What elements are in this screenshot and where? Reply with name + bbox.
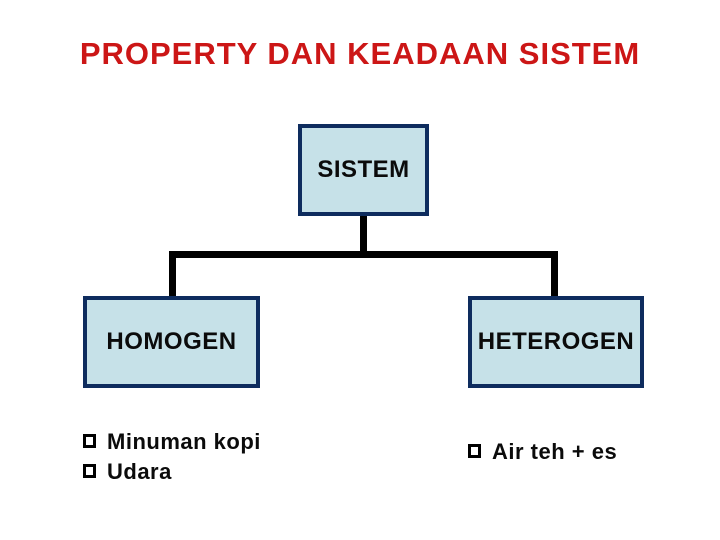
node-box-sistem: SISTEM	[298, 124, 429, 216]
bullet-text: Air teh + es	[492, 439, 618, 464]
bullet-list-heterogen: Air teh + es	[468, 438, 617, 468]
node-box-homogen: HOMOGEN	[83, 296, 260, 388]
square-bullet-icon	[83, 464, 96, 478]
connector-right-drop	[551, 251, 558, 296]
square-bullet-icon	[468, 444, 481, 458]
list-item: Udara	[83, 458, 261, 488]
connector-root-stem	[360, 214, 367, 254]
node-box-heterogen: HETEROGEN	[468, 296, 644, 388]
connector-crossbar	[169, 251, 558, 258]
slide-title: PROPERTY DAN KEADAAN SISTEM	[79, 36, 641, 71]
bullet-list-homogen: Minuman kopi Udara	[83, 428, 261, 488]
connector-left-drop	[169, 251, 176, 296]
bullet-text: Minuman kopi	[107, 429, 261, 454]
square-bullet-icon	[83, 434, 96, 448]
bullet-text: Udara	[107, 459, 172, 484]
list-item: Air teh + es	[468, 438, 617, 468]
list-item: Minuman kopi	[83, 428, 261, 458]
